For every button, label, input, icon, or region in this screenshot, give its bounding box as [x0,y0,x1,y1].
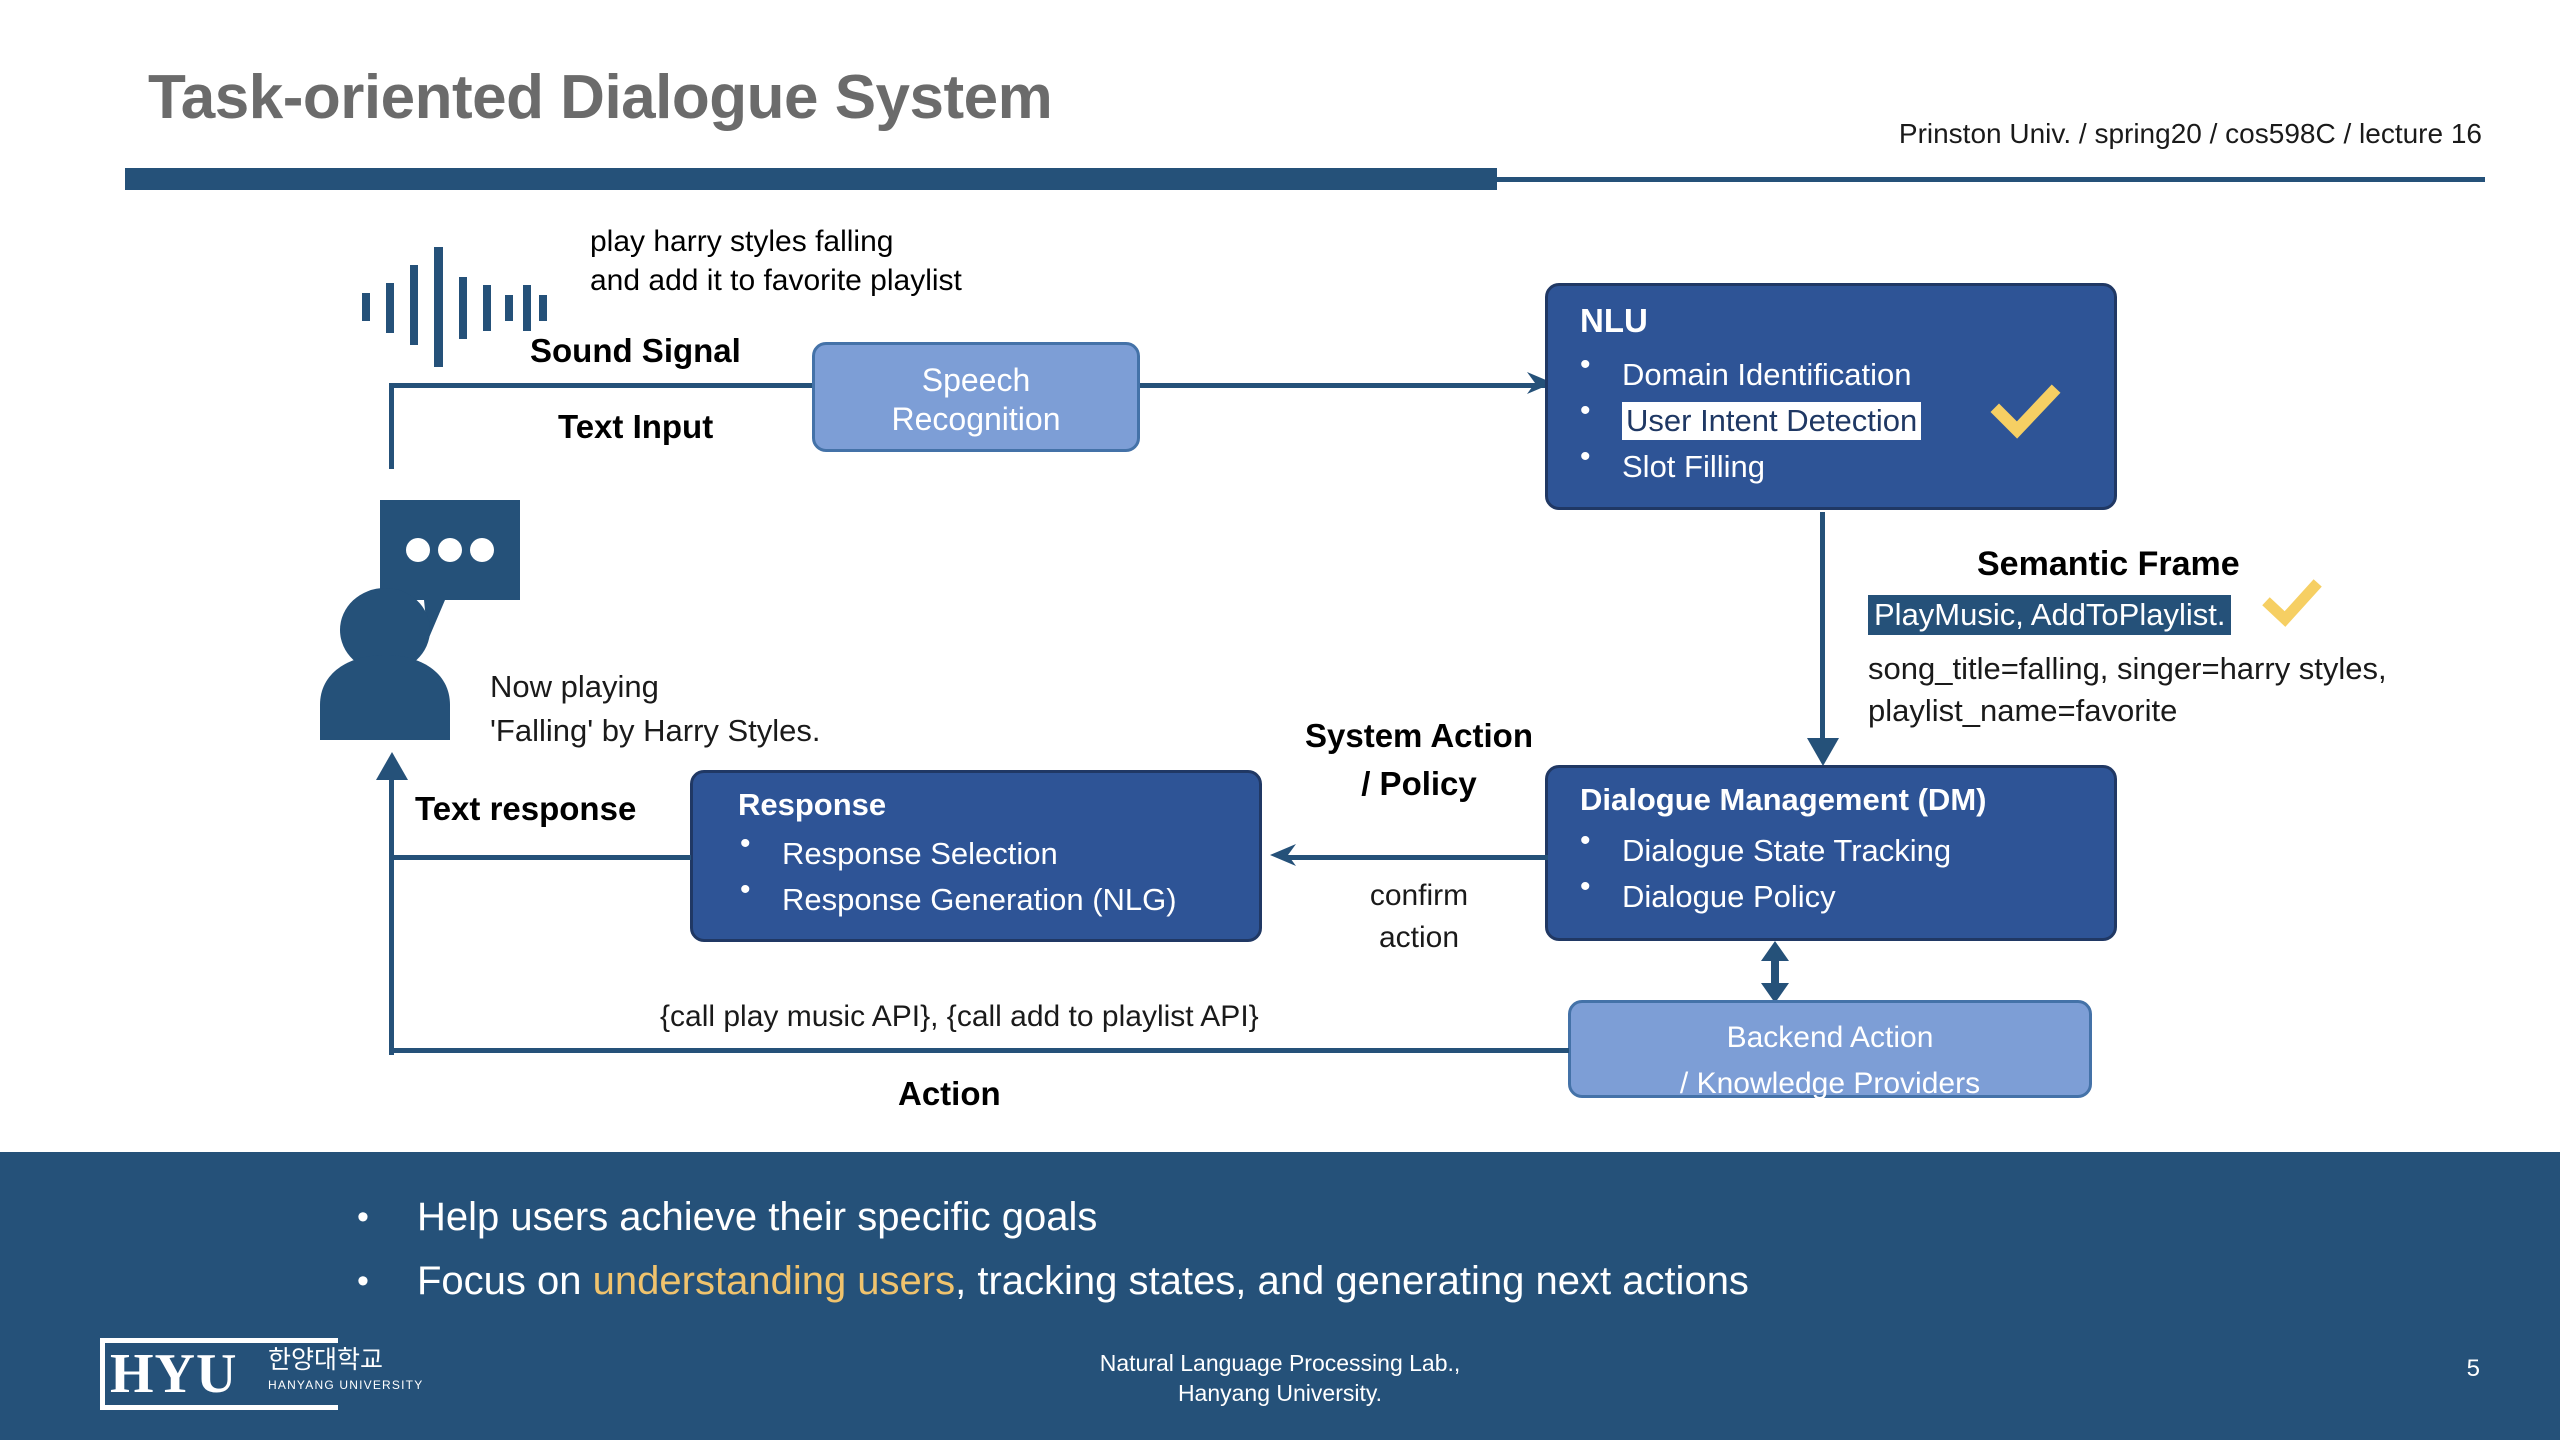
nlu-item-label: Slot Filling [1622,449,1765,484]
text-response-arrowhead-icon [372,752,412,788]
check-icon [1990,384,2061,439]
takeaway-bullet-2-highlight: understanding users [592,1259,956,1303]
dm-item-dialogue-policy[interactable]: Dialogue Policy [1558,872,1951,920]
confirm-action-label: confirm action [1288,875,1550,959]
nlu-item-domain-identification[interactable]: Domain Identification [1558,350,1921,398]
text-response-line-horizontal [389,855,691,860]
response-item-response-generation[interactable]: Response Generation (NLG) [718,875,1177,923]
user-avatar-icon [320,490,520,740]
dm-item-label: Dialogue Policy [1622,879,1836,914]
header-rule-thick [125,168,1497,190]
response-item-label: Response Generation (NLG) [782,882,1177,917]
check-icon [2262,579,2322,627]
response-box[interactable]: Response Response Selection Response Gen… [690,770,1262,942]
footer-lab-line2: Hanyang University. [1177,1380,1383,1406]
api-call-label: {call play music API}, {call add to play… [660,1000,1259,1033]
takeaway-bullet-1: Help users achieve their specific goals [345,1185,2345,1249]
logo-mark: HYU [110,1343,238,1405]
takeaway-bullet-2-prefix: Focus on [417,1259,593,1303]
logo-english-name: HANYANG UNIVERSITY [268,1378,424,1392]
action-line-horizontal [389,1048,1569,1053]
nlu-item-label: Domain Identification [1622,357,1912,392]
sound-signal-label: Sound Signal [530,332,741,369]
semantic-frame-slots-line2: playlist_name=favorite [1868,693,2178,728]
speech-recognition-line2: Recognition [891,401,1061,437]
page-title: Task-oriented Dialogue System [148,63,1053,132]
footer-lab-line1: Natural Language Processing Lab., [1099,1350,1461,1376]
input-arrowhead-icon [1527,368,1563,402]
nlu-box[interactable]: NLU Domain Identification User Intent De… [1545,283,2117,510]
backend-action-line2: / Knowledge Providers [1679,1067,1981,1100]
logo-korean-name: 한양대학교 [268,1346,384,1374]
waveform-icon [360,245,547,370]
takeaway-bullet-2-suffix: , tracking states, and generating next a… [955,1259,1749,1303]
text-response-line-vertical [389,775,394,1055]
backend-action-box[interactable]: Backend Action / Knowledge Providers [1568,1000,2092,1100]
response-item-response-selection[interactable]: Response Selection [718,829,1177,877]
confirm-action-line2: action [1378,921,1460,954]
system-action-line2: / Policy [1361,765,1477,802]
backend-action-line1: Backend Action [1726,1021,1934,1054]
nlu-item-list: Domain Identification User Intent Detect… [1558,350,1922,490]
dm-to-response-arrowhead-icon [1262,840,1298,874]
dm-title: Dialogue Management (DM) [1580,782,1987,817]
text-response-label: Text response [415,790,637,827]
system-action-policy-label: System Action / Policy [1288,712,1550,808]
nlu-to-dm-line [1820,512,1825,760]
nlu-item-label-highlighted: User Intent Detection [1622,402,1922,440]
semantic-frame-intents-row: PlayMusic, AddToPlaylist. [1868,579,2322,635]
nlu-to-dm-arrowhead-icon [1803,738,1843,774]
action-label: Action [898,1075,1001,1112]
speech-recognition-box[interactable]: Speech Recognition [812,342,1140,452]
user-utterance-line1: play harry styles falling [590,225,894,258]
dm-item-list: Dialogue State Tracking Dialogue Policy [1558,826,1952,920]
footer-lab-note: Natural Language Processing Lab., Hanyan… [0,1348,2560,1408]
assistant-reply-line1: Now playing [490,669,659,704]
takeaways-list: Help users achieve their specific goals … [345,1185,2345,1313]
response-item-label: Response Selection [782,836,1058,871]
nlu-item-slot-filling[interactable]: Slot Filling [1558,442,1921,490]
takeaway-bullet-2: Focus on understanding users, tracking s… [345,1249,2345,1313]
response-title: Response [738,787,887,822]
input-line-vertical [389,383,394,469]
speech-recognition-line1: Speech [921,362,1031,398]
chat-bubble-icon [380,500,520,640]
dm-backend-double-arrow-icon [1755,941,1795,1003]
header-meta: Prinston Univ. / spring20 / cos598C / le… [1898,118,2482,149]
semantic-frame-slots: song_title=falling, singer=harry styles,… [1868,648,2387,732]
dialogue-management-box[interactable]: Dialogue Management (DM) Dialogue State … [1545,765,2117,941]
user-utterance-line2: and add it to favorite playlist [590,264,962,297]
nlu-item-user-intent-detection[interactable]: User Intent Detection [1558,396,1922,444]
semantic-frame-slots-line1: song_title=falling, singer=harry styles, [1868,651,2387,686]
dm-item-dialogue-state-tracking[interactable]: Dialogue State Tracking [1558,826,1952,874]
text-input-label: Text Input [558,408,714,445]
assistant-reply-text: Now playing 'Falling' by Harry Styles. [490,665,821,753]
semantic-frame-intents: PlayMusic, AddToPlaylist. [1868,595,2232,635]
takeaway-bullet-1-text: Help users achieve their specific goals [417,1195,1098,1239]
confirm-action-line1: confirm [1369,879,1469,912]
hyu-logo: HYU 한양대학교 HANYANG UNIVERSITY [100,1338,422,1410]
system-action-line1: System Action [1304,717,1533,754]
assistant-reply-line2: 'Falling' by Harry Styles. [490,713,821,748]
logo-frame [100,1338,338,1410]
dm-to-response-line [1288,855,1548,860]
dm-item-label: Dialogue State Tracking [1622,833,1952,868]
header-rule-thin [1497,177,2485,182]
user-utterance: play harry styles falling and add it to … [590,222,962,300]
nlu-title: NLU [1580,302,1648,339]
semantic-frame-title: Semantic Frame [1977,545,2240,583]
response-item-list: Response Selection Response Generation (… [718,829,1177,923]
page-number: 5 [2466,1355,2480,1382]
